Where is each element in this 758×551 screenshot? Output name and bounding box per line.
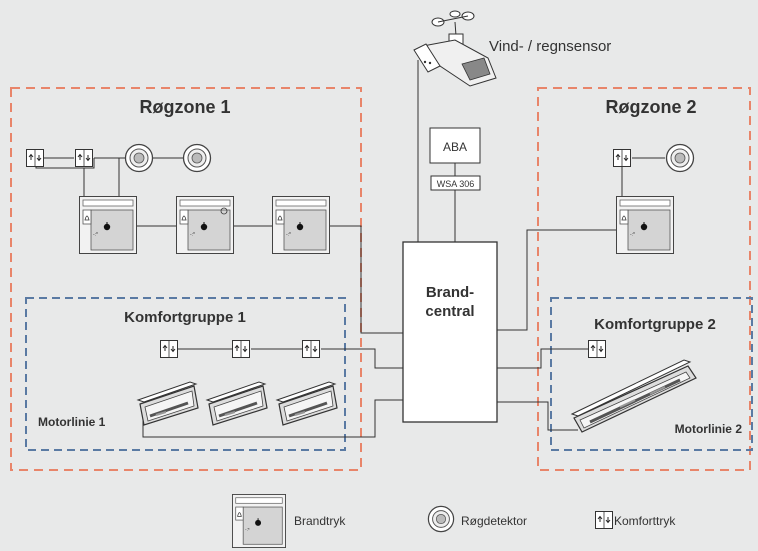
comfort-switch-legend-icon [595,511,613,529]
comfort-switch[interactable] [302,340,320,358]
sensor-label: Vind- / regnsensor [489,38,611,55]
smoke-zone-2-title: Røgzone 2 [605,97,696,117]
smoke-detector [124,143,154,173]
aba-label: ABA [443,140,467,154]
comfort-group-1: Komfortgruppe 1 Motorlinie 1 [25,297,346,451]
window [205,380,269,426]
fire-button[interactable] [616,196,674,254]
fire-button[interactable] [176,196,234,254]
smoke-detector [665,143,695,173]
aba-unit: ABA WSA 306 [429,127,481,191]
anemometer-icon [431,10,475,45]
comfort-group-2-title: Komfortgruppe 2 [594,316,716,333]
legend-fire-button: Brandtryk [294,514,346,528]
smoke-detector [182,143,212,173]
wsa-module-label: WSA 306 [437,179,475,189]
window [570,359,697,433]
wiring [35,60,665,438]
window [275,380,339,426]
comfort-group-2: Komfortgruppe 2 Motorlinie 2 [550,297,753,451]
window [136,380,200,426]
comfort-group-1-title: Komfortgruppe 1 [124,309,246,326]
smoke-detector-legend-icon [427,505,455,533]
motor-line-1-label: Motorlinie 1 [38,415,106,429]
fire-central: Brand- central [402,241,498,423]
legend: Brandtryk Røgdetektor Komforttryk [232,494,676,548]
legend-comfort-switch: Komforttryk [614,514,676,528]
comfort-switch[interactable] [75,149,93,167]
fire-button-legend-icon [232,494,286,548]
smoke-zone-2: Røgzone 2 [537,87,751,471]
comfort-switch[interactable] [26,149,44,167]
fire-central-label-2: central [425,303,474,320]
fire-button[interactable] [272,196,330,254]
smoke-zone-1-title: Røgzone 1 [139,97,230,117]
comfort-switch[interactable] [232,340,250,358]
fire-button[interactable] [79,196,137,254]
status-indicator-icon [220,207,228,215]
comfort-switch[interactable] [613,149,631,167]
comfort-switch[interactable] [160,340,178,358]
legend-smoke-detector: Røgdetektor [461,514,527,528]
comfort-switch[interactable] [588,340,606,358]
motor-line-2-label: Motorlinie 2 [675,422,743,436]
fire-central-label-1: Brand- [426,284,474,301]
wind-rain-sensor: Vind- / regnsensor [413,10,611,87]
